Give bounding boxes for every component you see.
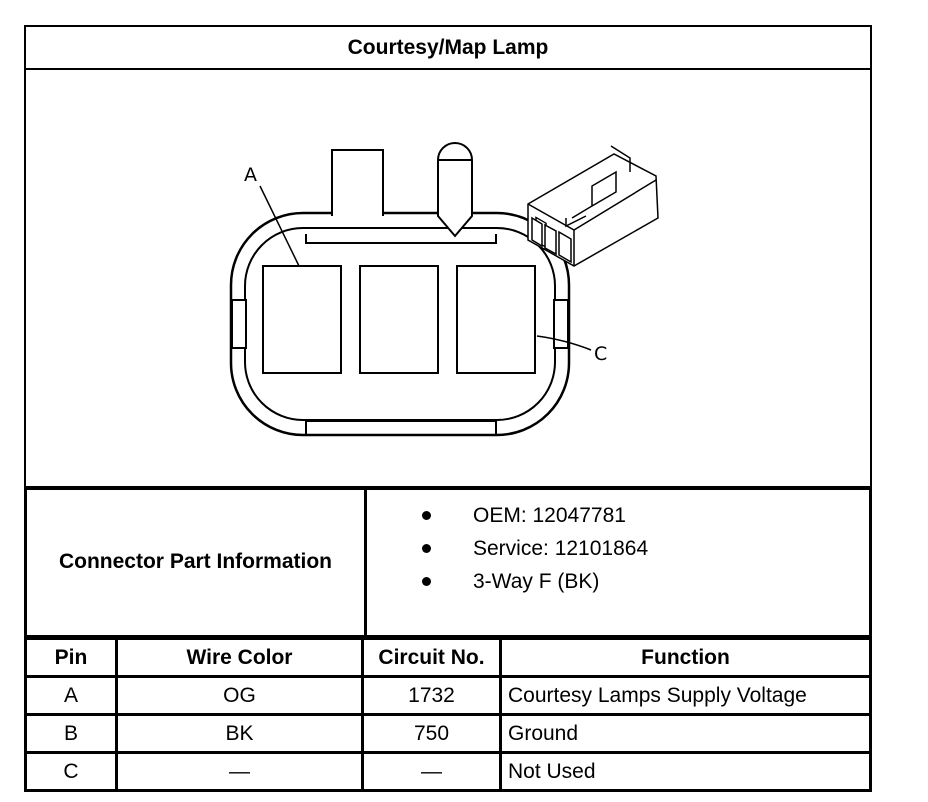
pin-c-leader-line xyxy=(536,335,592,351)
header-function: Function xyxy=(499,637,872,678)
service-part-number: Service: 12101864 xyxy=(473,536,649,560)
cell-wire-color: BK xyxy=(115,713,364,754)
left-side-tab xyxy=(231,299,247,349)
table-row: B BK 750 Ground xyxy=(24,713,872,754)
pin-table: Pin Wire Color Circuit No. Function A OG… xyxy=(24,637,872,792)
cell-circuit-no: 750 xyxy=(361,713,502,754)
pin-cavity-c xyxy=(456,265,536,374)
pin-cavity-b xyxy=(359,265,439,374)
list-item: Service: 12101864 xyxy=(415,532,648,565)
bullet-icon xyxy=(422,511,431,520)
cell-pin: A xyxy=(24,675,118,716)
cell-circuit-no: 1732 xyxy=(361,675,502,716)
info-divider xyxy=(364,489,367,635)
bullet-icon xyxy=(422,544,431,553)
header-circuit-no: Circuit No. xyxy=(361,637,502,678)
table-row: C — — Not Used xyxy=(24,751,872,792)
table-header-row: Pin Wire Color Circuit No. Function xyxy=(24,637,872,678)
connector-part-info: Connector Part Information OEM: 12047781… xyxy=(24,486,872,638)
list-item: 3-Way F (BK) xyxy=(415,565,648,598)
connector-face-drawing: A C xyxy=(229,142,659,437)
header-pin: Pin xyxy=(24,637,118,678)
cell-wire-color: OG xyxy=(115,675,364,716)
connector-diagram: A C xyxy=(24,68,872,490)
list-item: OEM: 12047781 xyxy=(415,499,648,532)
table-row: A OG 1732 Courtesy Lamps Supply Voltage xyxy=(24,675,872,716)
header-wire-color: Wire Color xyxy=(115,637,364,678)
right-side-tab xyxy=(553,299,569,349)
connector-inner-shell xyxy=(244,227,556,421)
oem-part-number: OEM: 12047781 xyxy=(473,503,626,527)
connector-description: 3-Way F (BK) xyxy=(473,569,600,593)
pin-c-label: C xyxy=(594,343,607,365)
connector-info-label: Connector Part Information xyxy=(58,550,332,573)
cell-function: Ground xyxy=(499,713,872,754)
connector-outer-shell xyxy=(229,211,571,437)
pin-cavity-a xyxy=(262,265,342,374)
cell-function: Not Used xyxy=(499,751,872,792)
page-title: Courtesy/Map Lamp xyxy=(24,25,872,70)
cell-wire-color: — xyxy=(115,751,364,792)
cell-circuit-no: — xyxy=(361,751,502,792)
connector-document: Courtesy/Map Lamp xyxy=(24,25,872,792)
locking-tab xyxy=(331,149,384,216)
cell-pin: C xyxy=(24,751,118,792)
cell-function: Courtesy Lamps Supply Voltage xyxy=(499,675,872,716)
connector-info-list: OEM: 12047781 Service: 12101864 3-Way F … xyxy=(415,499,648,598)
polarizing-key xyxy=(437,142,473,238)
pin-a-label: A xyxy=(244,164,257,186)
connector-isometric-icon xyxy=(527,145,659,267)
bullet-icon xyxy=(422,577,431,586)
cell-pin: B xyxy=(24,713,118,754)
pin-a-leader-line xyxy=(259,185,300,267)
